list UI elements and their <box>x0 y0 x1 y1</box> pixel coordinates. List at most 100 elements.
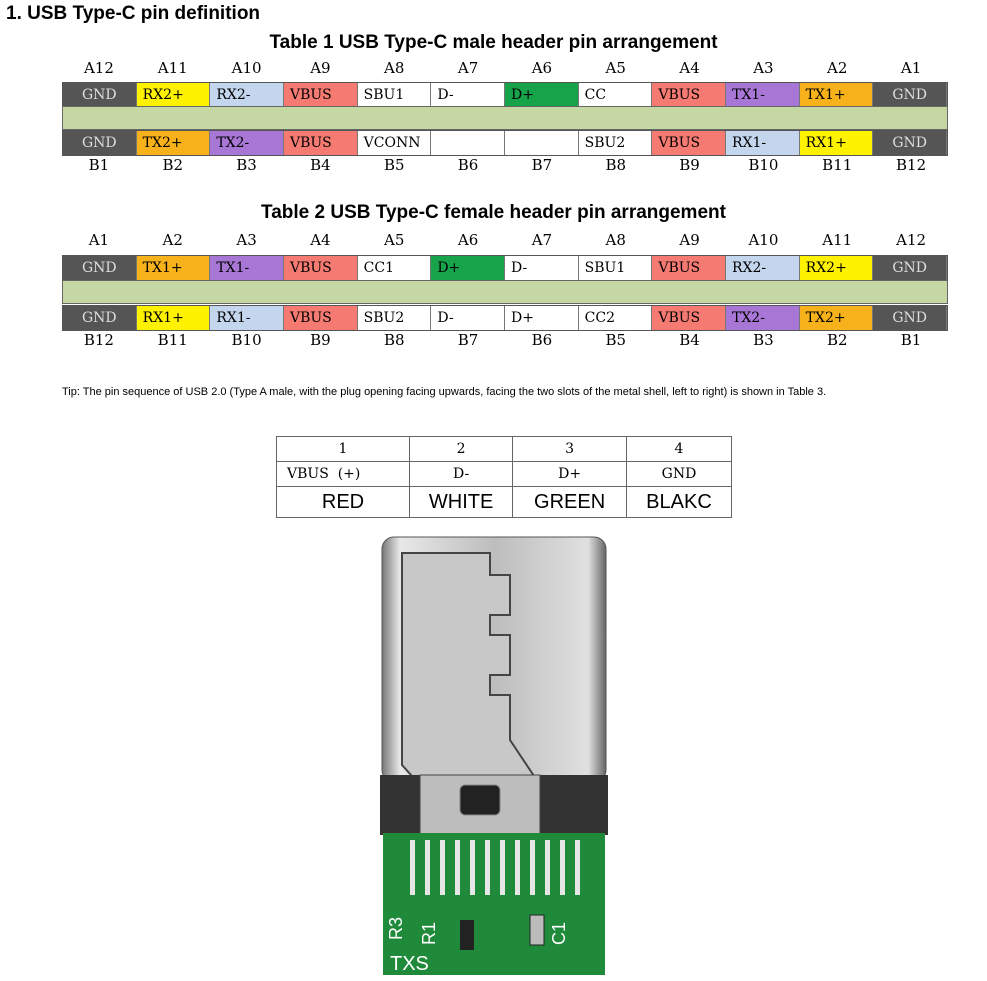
pin-label: B12 <box>896 156 927 174</box>
pin-label: A6 <box>531 59 553 77</box>
pin-cell: D+ <box>431 256 505 280</box>
pin-label: B7 <box>457 331 479 349</box>
tip-text: Tip: The pin sequence of USB 2.0 (Type A… <box>62 386 827 398</box>
pin-cell: TX1- <box>725 83 800 107</box>
cell: VBUS (+) <box>275 461 411 487</box>
pin-label: B4 <box>679 331 700 349</box>
pin-cell: GND <box>873 131 947 155</box>
pin-label: A10 <box>231 59 262 77</box>
pin-cell: VBUS <box>283 256 358 280</box>
pin-label: A6 <box>457 231 479 249</box>
capacitor-c1 <box>529 914 545 946</box>
pin-label: A11 <box>822 231 853 249</box>
pin-label: B10 <box>231 331 262 349</box>
pin-label: A3 <box>753 59 774 77</box>
pin-cell: RX2+ <box>136 83 211 107</box>
pin-cell: TX2+ <box>799 306 874 330</box>
pin-cell: CC1 <box>357 256 432 280</box>
cell: RED <box>275 486 411 518</box>
pin-cell <box>431 131 505 155</box>
pin-label: B8 <box>605 156 627 174</box>
pin-cell: VBUS <box>652 83 726 107</box>
pin-cell: RX2- <box>210 83 284 107</box>
pin-cell: VBUS <box>652 256 726 280</box>
table1-band <box>62 106 948 130</box>
cell: BLAKC <box>625 486 733 518</box>
pcb-label-txs: TXS <box>390 953 429 975</box>
pin-label: A12 <box>896 231 927 249</box>
pin-cell: GND <box>873 306 947 330</box>
pin-cell: VBUS <box>283 131 358 155</box>
pin-cell: GND <box>873 256 947 280</box>
pin-cell: VBUS <box>652 306 726 330</box>
pin-cell: VBUS <box>652 131 726 155</box>
pin-label: A5 <box>605 59 626 77</box>
pin-label: A12 <box>83 59 114 77</box>
pin-label: A8 <box>605 231 626 249</box>
pin-label: B3 <box>236 156 257 174</box>
pin-label: B11 <box>157 331 188 349</box>
resistor-r1 <box>460 920 474 950</box>
pin-label: A10 <box>748 231 779 249</box>
usb-c-connector-photo: R3 R1 C1 TXS <box>380 536 608 975</box>
pin-label: A7 <box>457 59 479 77</box>
pcb-label-r1: R1 <box>419 922 439 945</box>
pcb-label-c1: C1 <box>549 922 569 945</box>
pin-cell: RX1- <box>210 306 284 330</box>
pin-label: A4 <box>679 59 700 77</box>
table1-title: Table 1 USB Type-C male header pin arran… <box>269 32 718 53</box>
pin-cell: D- <box>431 306 505 330</box>
pin-cell: RX2+ <box>799 256 874 280</box>
pin-label: A8 <box>384 59 405 77</box>
latch-slot <box>459 784 501 816</box>
pin-cell: TX1+ <box>799 83 874 107</box>
pin-cell: RX1- <box>725 131 800 155</box>
pin-label: A3 <box>236 231 257 249</box>
pin-cell: SBU2 <box>578 131 653 155</box>
pin-label: A5 <box>384 231 405 249</box>
cell: WHITE <box>409 486 514 518</box>
pin-label: B4 <box>310 156 331 174</box>
pcb-board <box>383 833 605 975</box>
cell: 2 <box>409 436 514 462</box>
pin-cell: D+ <box>504 306 579 330</box>
pin-label: B12 <box>83 331 114 349</box>
pin-cell: TX2- <box>210 131 284 155</box>
pin-cell: VBUS <box>283 83 358 107</box>
pin-label: B9 <box>310 331 331 349</box>
pin-label: A9 <box>310 59 331 77</box>
pin-label: B10 <box>748 156 779 174</box>
main-title: 1. USB Type-C pin definition <box>6 3 261 24</box>
pin-cell: RX1+ <box>799 131 874 155</box>
cell: GND <box>625 461 733 487</box>
pin-label: B6 <box>457 156 479 174</box>
table2-band <box>62 280 948 304</box>
pin-cell: TX1+ <box>136 256 211 280</box>
pin-label: A7 <box>531 231 553 249</box>
cell: D- <box>409 461 514 487</box>
pin-label: A4 <box>310 231 331 249</box>
pin-label: B9 <box>679 156 700 174</box>
cell: 3 <box>512 436 627 462</box>
pin-cell: SBU1 <box>357 83 432 107</box>
pin-label: B2 <box>162 156 184 174</box>
table2-title: Table 2 USB Type-C female header pin arr… <box>261 202 726 223</box>
pin-cell: GND <box>63 131 137 155</box>
pin-label: A2 <box>827 59 848 77</box>
pin-label: A9 <box>679 231 700 249</box>
table3-signals-row: VBUS (+)D-D+GND <box>275 461 733 487</box>
pin-label: B1 <box>900 331 922 349</box>
pcb-label-r3: R3 <box>386 917 406 940</box>
pin-label: B3 <box>753 331 774 349</box>
pin-label: A2 <box>162 231 183 249</box>
pin-cell: SBU2 <box>357 306 432 330</box>
